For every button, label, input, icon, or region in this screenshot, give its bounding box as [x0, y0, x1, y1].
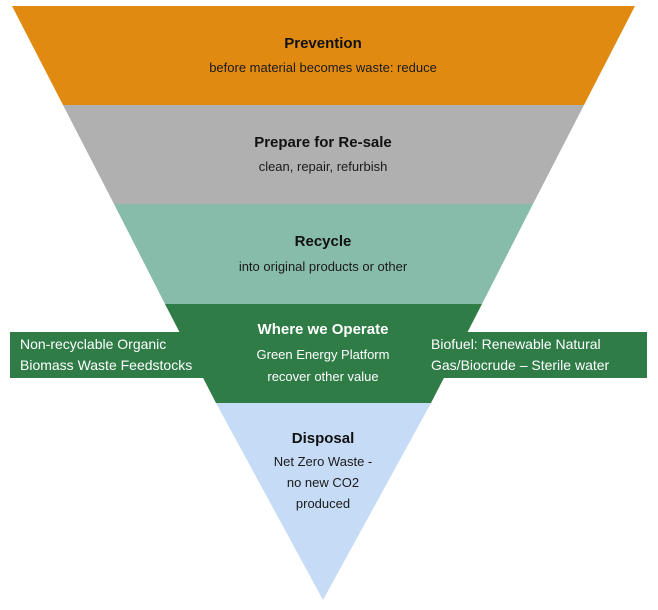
- recycle-subtitle: into original products or other: [238, 259, 408, 274]
- disposal-line2: no new CO2: [286, 475, 360, 490]
- operate-title: Where we Operate: [257, 321, 389, 338]
- output-label-line2: Gas/Biocrude – Sterile water: [431, 357, 610, 373]
- tier-recycle-shape: [114, 204, 533, 304]
- disposal-title: Disposal: [291, 430, 355, 447]
- tier-operate-shape: [165, 304, 482, 403]
- input-label-line2: Biomass Waste Feedstocks: [20, 357, 193, 373]
- side-band-left: [10, 332, 215, 378]
- prevention-subtitle: before material becomes waste: reduce: [209, 60, 437, 75]
- disposal-line3: produced: [295, 496, 351, 511]
- output-label-line1: Biofuel: Renewable Natural: [431, 336, 601, 352]
- resale-title: Prepare for Re-sale: [254, 134, 392, 151]
- operate-line1: Green Energy Platform: [256, 347, 390, 362]
- resale-subtitle: clean, repair, refurbish: [258, 159, 388, 174]
- recycle-title: Recycle: [294, 233, 352, 250]
- tier-prevention-shape: [12, 6, 635, 105]
- operate-line2: recover other value: [267, 369, 379, 384]
- tier-disposal-shape: [216, 403, 431, 600]
- input-label-line1: Non-recyclable Organic: [20, 336, 167, 352]
- prevention-title: Prevention: [284, 35, 362, 52]
- tier-resale-shape: [63, 105, 584, 204]
- disposal-line1: Net Zero Waste -: [273, 454, 373, 469]
